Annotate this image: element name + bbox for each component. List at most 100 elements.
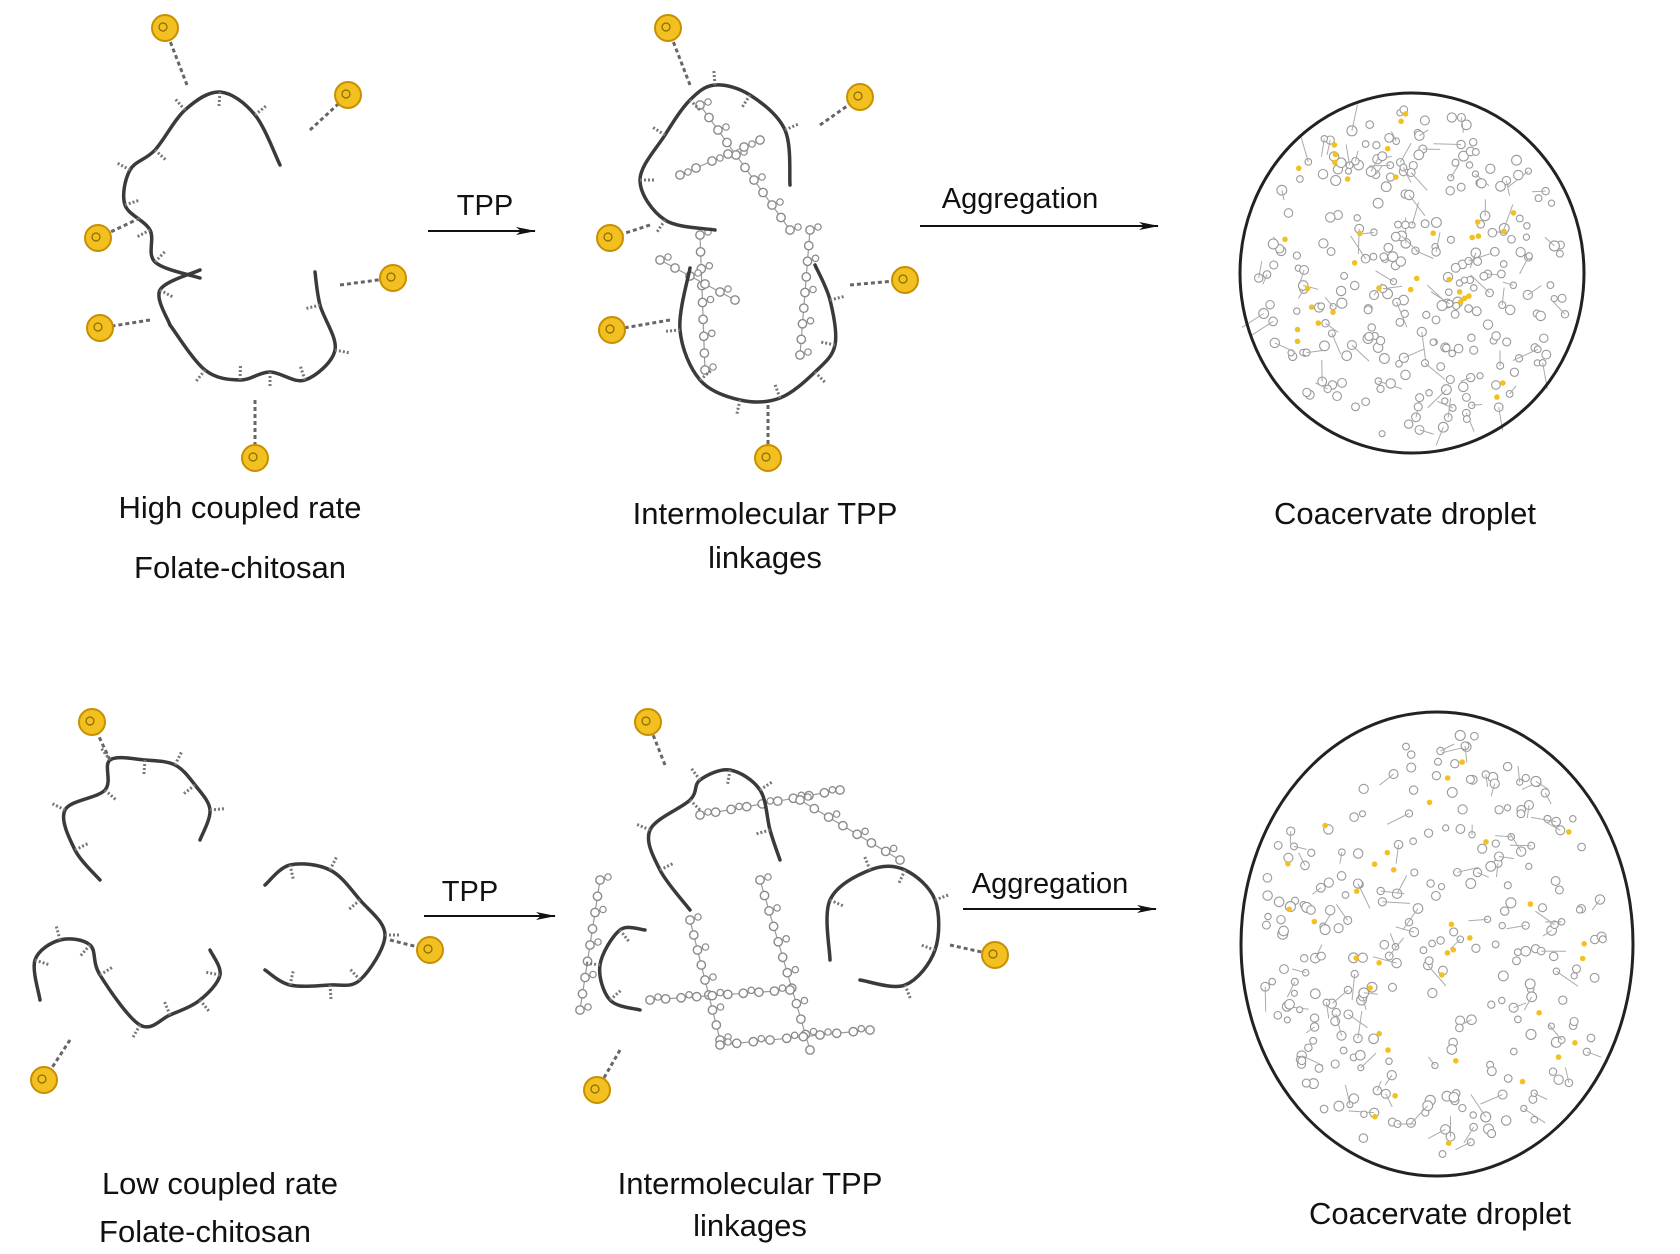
- tpp-ring-icon: [764, 873, 772, 881]
- droplet-folate-dot: [1444, 775, 1451, 781]
- droplet-mesh-ring: [1514, 1015, 1522, 1024]
- tpp-ring-icon: [691, 991, 702, 1002]
- amine-side-group: [51, 802, 66, 812]
- amine-side-group: [159, 288, 174, 299]
- droplet-folate-dot: [1446, 276, 1453, 283]
- tpp-ring-icon: [707, 1005, 718, 1015]
- droplet-mesh-ring: [1509, 1047, 1518, 1056]
- droplet-mesh-ring: [1318, 238, 1329, 249]
- droplet-mesh-bond: [1320, 138, 1325, 157]
- start-caption-line2-row1: Folate-chitosan: [134, 550, 346, 585]
- droplet-folate-dot: [1444, 950, 1451, 956]
- droplet-mesh-ring: [1450, 759, 1460, 769]
- droplet-mesh-ring: [1409, 837, 1418, 846]
- droplet-mesh-ring: [1505, 897, 1517, 909]
- droplet-mesh-ring: [1450, 262, 1461, 273]
- tpp-ring-icon: [803, 240, 814, 251]
- droplet-mesh-bond: [1305, 1026, 1315, 1034]
- droplet-mesh-ring: [1296, 1006, 1304, 1014]
- droplet-mesh-bond: [1375, 270, 1394, 283]
- droplet-mesh-bond: [1490, 783, 1496, 797]
- droplet-mesh-ring: [1569, 1016, 1579, 1027]
- folate-inner-mark: [91, 232, 101, 242]
- amine-side-group: [820, 340, 836, 347]
- droplet-mesh-ring: [1546, 281, 1555, 290]
- droplet-folate-dot: [1466, 293, 1472, 299]
- droplet-folate-dot: [1294, 338, 1301, 345]
- droplet-folate-dot: [1332, 159, 1338, 166]
- chitosan-chain-row2-c: [263, 862, 387, 989]
- droplet-mesh-bond: [1427, 389, 1447, 409]
- tpp-ring-icon: [785, 985, 795, 995]
- tpp-ring-icon: [801, 271, 812, 282]
- aggregation-arrow-label-row2: Aggregation: [971, 868, 1129, 900]
- amine-side-group: [903, 984, 912, 999]
- droplet-mesh-ring: [1273, 896, 1285, 908]
- droplet-mesh-ring: [1385, 1057, 1393, 1066]
- droplet-mesh-bond: [1357, 1010, 1363, 1039]
- droplet-folate-dot: [1332, 151, 1339, 158]
- droplet-folate-dot: [1385, 1047, 1391, 1053]
- droplet-mesh-ring: [1586, 1033, 1596, 1043]
- folate-circle-icon: [30, 1066, 58, 1094]
- tpp-ring-icon: [776, 212, 786, 223]
- tpp-ring-icon: [776, 198, 784, 206]
- droplet-mesh-ring: [1262, 890, 1273, 901]
- amine-side-group: [131, 1024, 142, 1038]
- tpp-ring-icon: [781, 1033, 792, 1044]
- droplet-mesh-bond: [1395, 926, 1415, 933]
- tpp-linkage-row2-6: [715, 1024, 875, 1050]
- amine-side-group: [756, 828, 771, 836]
- tpp-ring-icon: [685, 915, 695, 925]
- folate-inner-mark: [661, 22, 671, 32]
- tpp-ring-icon: [716, 988, 725, 997]
- droplet-mesh-ring: [1455, 824, 1466, 834]
- tpp-ring-icon: [797, 318, 808, 329]
- folate-circle-icon: [151, 14, 179, 42]
- droplet-mesh-ring: [1336, 871, 1347, 881]
- droplet-folate-dot: [1322, 822, 1328, 829]
- droplet-mesh-ring: [1465, 161, 1474, 169]
- droplet-mesh-ring: [1349, 280, 1360, 291]
- droplet-mesh-ring: [1445, 374, 1455, 385]
- droplet-mesh-ring: [1436, 936, 1445, 945]
- droplet-mesh-bond: [1324, 296, 1334, 307]
- droplet-mesh-ring: [1301, 1078, 1311, 1088]
- tpp-ring-icon: [695, 246, 706, 257]
- droplet-mesh-ring: [1358, 1133, 1369, 1143]
- droplet-mesh-ring: [1284, 998, 1295, 1010]
- droplet-folate-dot: [1501, 228, 1507, 235]
- droplet-mesh-ring: [1353, 214, 1361, 222]
- tpp-ring-icon: [599, 905, 607, 914]
- tpp-ring-icon: [802, 256, 813, 267]
- droplet-mesh-ring: [1265, 299, 1275, 310]
- droplet-mesh-ring: [1408, 785, 1419, 795]
- tpp-ring-icon: [767, 200, 777, 210]
- droplet-mesh-ring: [1390, 231, 1401, 242]
- droplet-mesh-ring: [1525, 252, 1533, 260]
- folate-circle-icon: [78, 708, 106, 736]
- tpp-ring-icon: [722, 137, 732, 148]
- droplet-mesh-ring: [1309, 1022, 1320, 1032]
- droplet-mesh-ring: [1485, 860, 1497, 872]
- droplet-mesh-ring: [1395, 359, 1403, 368]
- droplet-mesh-ring: [1598, 935, 1607, 944]
- droplet-mesh-ring: [1444, 288, 1453, 297]
- droplet-mesh-ring: [1358, 810, 1367, 818]
- droplet-mesh-bond: [1485, 774, 1489, 787]
- droplet-mesh-bond: [1409, 1105, 1429, 1126]
- droplet-mesh-ring: [1457, 804, 1468, 815]
- droplet-mesh-bond: [1351, 104, 1358, 131]
- droplet-mesh-ring: [1487, 1000, 1496, 1009]
- tpp-ring-icon: [880, 846, 891, 857]
- droplet-mesh-ring: [1512, 956, 1521, 966]
- amine-side-group: [306, 303, 321, 310]
- tpp-ring-icon: [684, 168, 692, 176]
- droplet-mesh-ring: [1372, 1085, 1383, 1096]
- droplet-folate-dot: [1475, 233, 1482, 239]
- droplet-mesh-ring: [1365, 120, 1375, 129]
- droplet-mesh-ring: [1476, 372, 1484, 380]
- droplet-mesh-bond: [1303, 285, 1319, 290]
- tpp-ring-icon: [716, 154, 724, 162]
